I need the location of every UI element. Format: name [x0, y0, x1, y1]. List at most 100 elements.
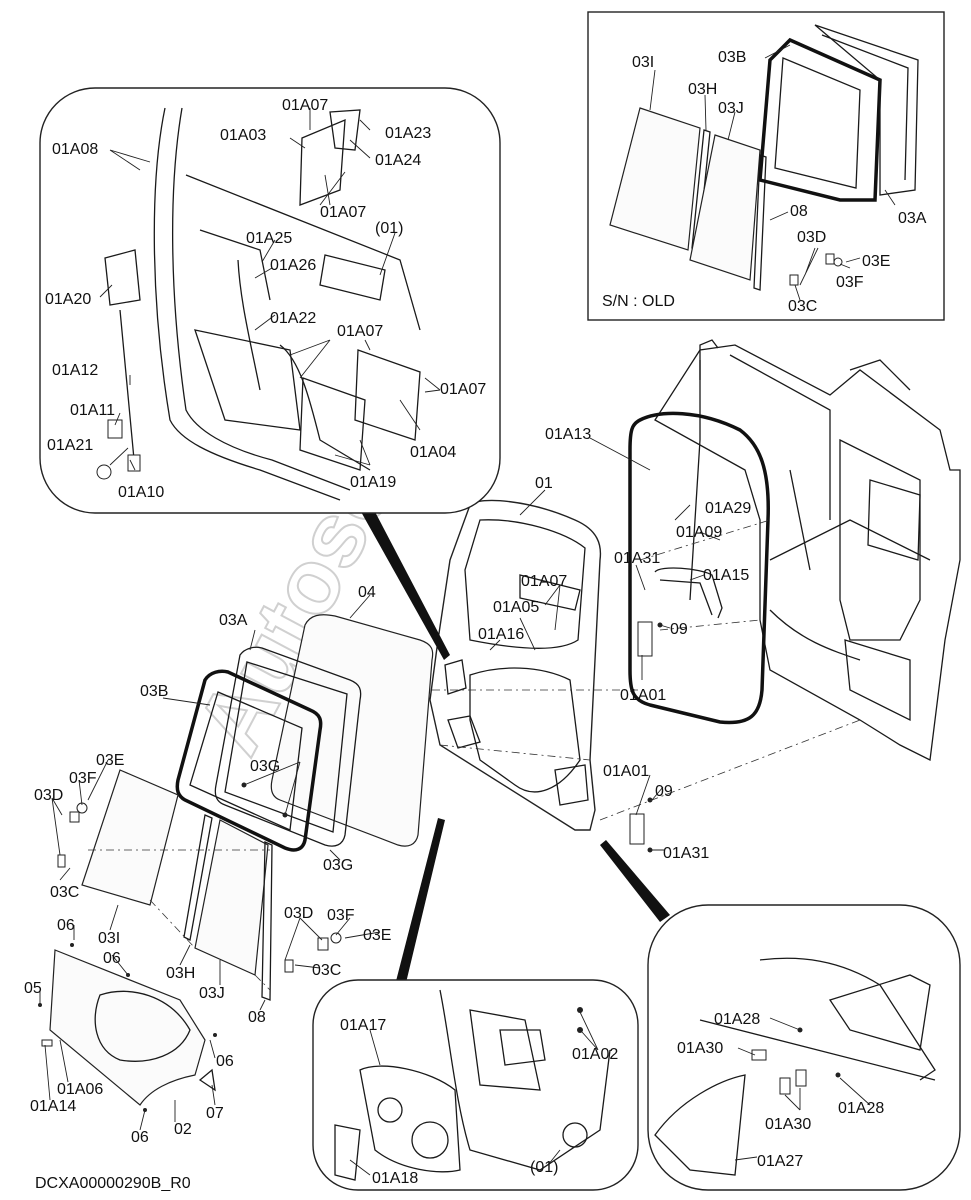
label-01A13: 01A13 — [545, 426, 591, 443]
label-01A24: 01A24 — [375, 152, 421, 169]
label-01A20: 01A20 — [45, 291, 91, 308]
label-01A28-b: 01A28 — [838, 1100, 884, 1117]
label-03D-a: 03D — [34, 787, 63, 804]
label-01A03: 01A03 — [220, 127, 266, 144]
label-03A: 03A — [219, 612, 248, 629]
label-08: 08 — [248, 1009, 266, 1026]
label-03G-b: 03G — [323, 857, 353, 874]
seal-03A — [214, 646, 362, 847]
label-03G-a: 03G — [250, 758, 280, 775]
label-04: 04 — [358, 584, 376, 601]
frame-03B — [175, 669, 323, 852]
inset-top-left-labels: 01A07 01A03 01A23 01A08 01A24 01A07 01A2… — [45, 97, 486, 501]
label-03C-b: 03C — [312, 962, 341, 979]
label-old-03H: 03H — [688, 81, 717, 98]
label-03C-a: 03C — [50, 884, 79, 901]
label-01A01-b: 01A01 — [603, 763, 649, 780]
label-old-08: 08 — [790, 203, 808, 220]
label-01A18: 01A18 — [372, 1170, 418, 1187]
label-03F-a: 03F — [69, 770, 97, 787]
label-03B: 03B — [140, 683, 168, 700]
inset-bottom-right-labels: 01A28 01A30 01A30 01A28 01A27 — [677, 1011, 884, 1170]
label-01A22: 01A22 — [270, 310, 316, 327]
label-03J: 03J — [199, 985, 225, 1002]
label-01A28-a: 01A28 — [714, 1011, 760, 1028]
label-old-03F: 03F — [836, 274, 864, 291]
label-01A30-b: 01A30 — [765, 1116, 811, 1133]
inset-old-labels: 03I 03B 03H 03J 08 03A 03D 03E 03F 03C S… — [602, 49, 927, 315]
label-01A07-main: 01A07 — [521, 573, 567, 590]
label-01A29: 01A29 — [705, 500, 751, 517]
inset-bottom-center-labels: 01A17 01A02 01A18 (01) — [340, 1017, 618, 1187]
label-01A21: 01A21 — [47, 437, 93, 454]
panel-02 — [38, 943, 217, 1112]
label-01A06: 01A06 — [57, 1081, 103, 1098]
label-03E-a: 03E — [96, 752, 124, 769]
glass-03I — [81, 769, 179, 906]
label-01A15: 01A15 — [703, 567, 749, 584]
latch-left — [57, 802, 88, 868]
label-05: 05 — [24, 980, 42, 997]
label-old-03B: 03B — [718, 49, 746, 66]
grab-handle-01A15 — [654, 567, 723, 619]
label-old-03E: 03E — [862, 253, 890, 270]
latch-right — [284, 932, 342, 973]
label-01A25: 01A25 — [246, 230, 292, 247]
label-01A09: 01A09 — [676, 524, 722, 541]
label-01: 01 — [535, 475, 553, 492]
label-01A27: 01A27 — [757, 1153, 803, 1170]
inset-old — [587, 11, 945, 321]
label-01A31-a: 01A31 — [614, 550, 660, 567]
label-03D-b: 03D — [284, 905, 313, 922]
label-06-c: 06 — [216, 1053, 234, 1070]
leader-lines — [39, 44, 896, 1176]
label-03I: 03I — [98, 930, 120, 947]
label-01A23: 01A23 — [385, 125, 431, 142]
label-old-03A: 03A — [898, 210, 927, 227]
label-01A01-a: 01A01 — [620, 687, 666, 704]
door-01 — [429, 499, 602, 831]
label-06-b: 06 — [103, 950, 121, 967]
label-01A07-a: 01A07 — [282, 97, 328, 114]
drawing-code: DCXA00000290B_R0 — [35, 1175, 191, 1192]
main-labels: 01A13 01 01A29 01A09 01A31 01A15 01A07 0… — [24, 426, 751, 1146]
label-02: 02 — [174, 1121, 192, 1138]
old-caption: S/N : OLD — [602, 293, 675, 310]
label-06-d: 06 — [131, 1129, 149, 1146]
label-01A26: 01A26 — [270, 257, 316, 274]
glass-03J — [194, 819, 269, 976]
label-01A07-b: 01A07 — [320, 204, 366, 221]
label-01A17: 01A17 — [340, 1017, 386, 1034]
label-old-03D: 03D — [797, 229, 826, 246]
label-03E-b: 03E — [363, 927, 391, 944]
label-old-03I: 03I — [632, 54, 654, 71]
hinge-01A01-upper — [637, 621, 663, 657]
label-01A08: 01A08 — [52, 141, 98, 158]
label-01A16: 01A16 — [478, 626, 524, 643]
label-09-a: 09 — [670, 621, 688, 638]
inset-bottom-right — [647, 904, 961, 1191]
door-seal-01A13 — [628, 411, 770, 725]
label-01A05: 01A05 — [493, 599, 539, 616]
label-01A04: 01A04 — [410, 444, 456, 461]
cab-frame — [654, 339, 961, 761]
label-01A07-d: 01A07 — [440, 381, 486, 398]
inset-bottom-center — [312, 979, 639, 1191]
callout-pointers — [360, 506, 670, 987]
label-01A31-b: 01A31 — [663, 845, 709, 862]
strip-03H — [183, 814, 213, 941]
alignment-lines — [88, 519, 861, 991]
label-01A02: 01A02 — [572, 1046, 618, 1063]
label-09-b: 09 — [655, 783, 673, 800]
rail-08 — [261, 841, 273, 1001]
label-01A11: 01A11 — [70, 402, 115, 419]
label-01A14: 01A14 — [30, 1098, 76, 1115]
label-03H: 03H — [166, 965, 195, 982]
hinge-01A01-lower — [629, 797, 653, 853]
label-01A12: 01A12 — [52, 362, 98, 379]
label-01A07-c: 01A07 — [337, 323, 383, 340]
label-01A30-a: 01A30 — [677, 1040, 723, 1057]
label-old-03C: 03C — [788, 298, 817, 315]
label-07: 07 — [206, 1105, 224, 1122]
